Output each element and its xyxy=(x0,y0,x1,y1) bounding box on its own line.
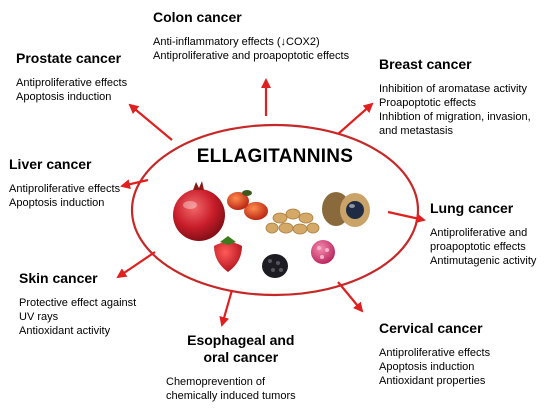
strawberry-icon xyxy=(214,236,242,272)
effect-item: Antioxidant properties xyxy=(379,375,486,387)
effect-item: Protective effect against xyxy=(19,297,137,309)
arrow-liver xyxy=(120,178,149,190)
effect-item: Antiproliferative effects xyxy=(9,183,121,195)
liver-cancer-block: Liver cancer Antiproliferative effects A… xyxy=(9,156,120,210)
arrow-breast xyxy=(337,102,374,135)
effect-item: Proapoptotic effects xyxy=(379,97,477,109)
cervical-cancer-title: Cervical cancer xyxy=(379,320,483,336)
breast-cancer-title: Breast cancer xyxy=(379,56,472,72)
cervical-cancer-effects: Antiproliferative effects Apoptosis indu… xyxy=(379,346,490,388)
arrow-cervical xyxy=(337,281,364,313)
effect-item: proapoptotic effects xyxy=(430,241,526,253)
liver-cancer-effects: Antiproliferative effects Apoptosis indu… xyxy=(9,182,120,210)
effect-item: Anti-inflammatory effects (↓COX2) xyxy=(153,36,320,48)
effect-item: Antiproliferative and proapoptotic effec… xyxy=(153,50,350,62)
effect-item: and metastasis xyxy=(379,125,453,137)
center-ellipse xyxy=(130,123,420,297)
lung-cancer-effects: Antiproliferative and proapoptotic effec… xyxy=(430,226,536,268)
arrow-skin xyxy=(116,251,156,279)
arrows xyxy=(116,78,426,327)
skin-cancer-effects: Protective effect against UV rays Antiox… xyxy=(19,296,136,338)
arrow-lung xyxy=(387,210,426,224)
effect-item: Inhibition of aromatase activity xyxy=(379,83,527,95)
effect-item: UV rays xyxy=(19,311,59,323)
cervical-cancer-block: Cervical cancer Antiproliferative effect… xyxy=(379,320,490,388)
pomegranate-icon xyxy=(173,181,225,241)
prostate-cancer-title: Prostate cancer xyxy=(16,50,122,66)
effect-item: Antiproliferative effects xyxy=(379,347,491,359)
lung-cancer-block: Lung cancer Antiproliferative and proapo… xyxy=(430,200,536,268)
esophageal-cancer-title: Esophageal and oral cancer xyxy=(186,332,296,366)
effect-item: Apoptosis induction xyxy=(9,197,105,209)
effect-item: Antimutagenic activity xyxy=(430,255,537,267)
prostate-cancer-effects: Antiproliferative effects Apoptosis indu… xyxy=(16,76,127,104)
center-title: ELLAGITANNINS xyxy=(196,146,354,167)
liver-cancer-title: Liver cancer xyxy=(9,156,92,172)
effect-item: Apoptosis induction xyxy=(379,361,475,373)
rose-hip-icon xyxy=(227,190,268,220)
skin-cancer-block: Skin cancer Protective effect against UV… xyxy=(19,270,136,338)
effect-item: Antioxidant activity xyxy=(19,325,111,337)
arrow-esophageal xyxy=(219,289,234,327)
blackberry-icon xyxy=(262,254,288,278)
longan-icon xyxy=(322,192,370,227)
esophageal-cancer-effects: Chemoprevention of chemically induced tu… xyxy=(166,375,296,403)
raspberry-icon xyxy=(311,240,335,264)
colon-cancer-block: Colon cancer Anti-inflammatory effects (… xyxy=(153,9,349,63)
prostate-cancer-block: Prostate cancer Antiproliferative effect… xyxy=(16,50,127,104)
effect-item: Chemoprevention of xyxy=(166,376,266,388)
lung-cancer-title: Lung cancer xyxy=(430,200,514,216)
esophageal-cancer-block: Esophageal and oral cancer Chemopreventi… xyxy=(166,332,296,403)
title-line: oral cancer xyxy=(203,349,279,365)
colon-cancer-effects: Anti-inflammatory effects (↓COX2) Antipr… xyxy=(153,35,349,63)
effect-item: Inhibtion of migration, invasion, xyxy=(379,111,531,123)
skin-cancer-title: Skin cancer xyxy=(19,270,98,286)
effect-item: Antiproliferative effects xyxy=(16,77,128,89)
title-line: Esophageal and xyxy=(187,332,295,348)
breast-cancer-block: Breast cancer Inhibition of aromatase ac… xyxy=(379,56,531,138)
colon-cancer-title: Colon cancer xyxy=(153,9,242,25)
effect-item: Apoptosis induction xyxy=(16,91,112,103)
effect-item: Antiproliferative and xyxy=(430,227,528,239)
arrow-prostate xyxy=(128,103,173,141)
breast-cancer-effects: Inhibition of aromatase activity Proapop… xyxy=(379,82,531,138)
effect-item: chemically induced tumors xyxy=(166,390,296,402)
walnuts-icon xyxy=(265,208,320,235)
